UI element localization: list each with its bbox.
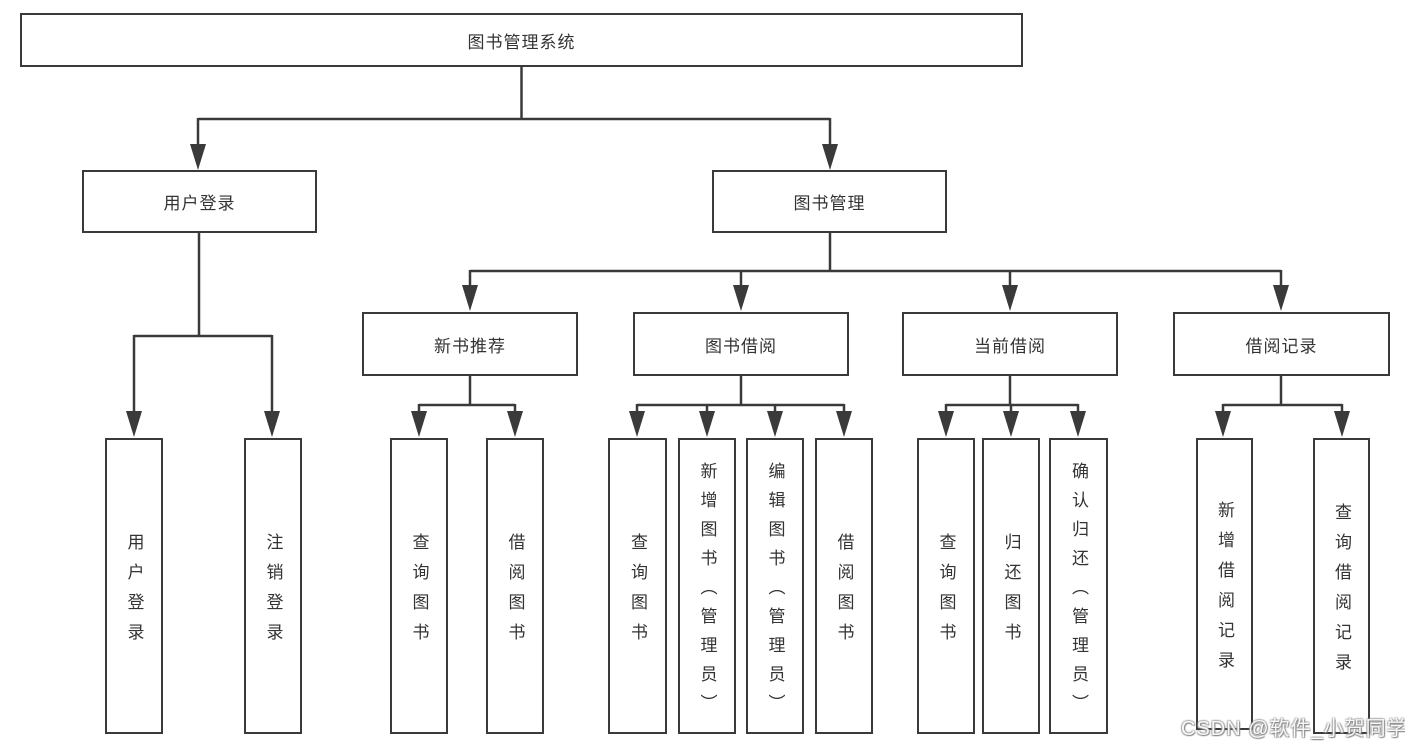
arrowhead-borrow-records (1273, 285, 1289, 311)
node-leaf-logout: 注销登录 (244, 438, 302, 734)
node-leaf-query-books-3-label: 查询图书 (936, 532, 956, 653)
arrowhead-user-login (190, 144, 206, 170)
arrowhead-new-book-recommend (462, 285, 478, 311)
node-leaf-edit-books-admin: 编辑图书（管理员） (746, 438, 804, 734)
node-current-borrow-label: 当前借阅 (974, 336, 1046, 356)
node-leaf-query-books-1-label: 查询图书 (409, 532, 429, 653)
node-leaf-query-borrow-record-label: 查询借阅记录 (1332, 502, 1351, 683)
node-user-login: 用户登录 (82, 170, 317, 233)
node-leaf-add-books-admin: 新增图书（管理员） (678, 438, 736, 734)
node-leaf-user-login: 用户登录 (105, 438, 163, 734)
node-leaf-return-books: 归还图书 (982, 438, 1040, 734)
csdn-watermark: CSDN @软件_小贺同学 (1181, 718, 1405, 740)
arrowhead-book-borrow (733, 285, 749, 311)
node-leaf-borrow-books-1: 借阅图书 (486, 438, 544, 734)
node-root-label: 图书管理系统 (467, 32, 576, 52)
node-current-borrow: 当前借阅 (902, 312, 1118, 376)
node-leaf-borrow-books-2-label: 借阅图书 (834, 532, 854, 653)
node-leaf-borrow-books-1-label: 借阅图书 (505, 532, 525, 653)
node-leaf-query-borrow-record: 查询借阅记录 (1313, 438, 1370, 734)
node-book-borrow: 图书借阅 (633, 312, 849, 376)
node-user-login-label: 用户登录 (163, 194, 236, 213)
node-leaf-logout-label: 注销登录 (263, 532, 283, 653)
arrowhead-book-management (822, 144, 838, 170)
node-borrow-records: 借阅记录 (1173, 312, 1390, 376)
node-leaf-add-books-admin-label: 新增图书（管理员） (697, 461, 717, 723)
node-leaf-query-books-3: 查询图书 (917, 438, 975, 734)
node-book-management: 图书管理 (712, 170, 947, 233)
node-leaf-return-books-label: 归还图书 (1001, 532, 1021, 653)
arrowhead-leaf-user-login (126, 411, 142, 437)
node-leaf-borrow-books-2: 借阅图书 (815, 438, 873, 734)
node-new-book-recommend-label: 新书推荐 (434, 336, 506, 356)
node-book-borrow-label: 图书借阅 (705, 336, 777, 356)
node-borrow-records-label: 借阅记录 (1245, 336, 1318, 356)
node-new-book-recommend: 新书推荐 (362, 312, 578, 376)
node-leaf-add-borrow-record-label: 新增借阅记录 (1215, 500, 1234, 681)
arrowhead-current-borrow (1002, 285, 1018, 311)
node-leaf-user-login-label: 用户登录 (124, 532, 144, 653)
node-leaf-edit-books-admin-label: 编辑图书（管理员） (765, 461, 785, 723)
node-book-management-label: 图书管理 (793, 194, 866, 213)
node-leaf-confirm-return-admin-label: 确认归还（管理员） (1069, 461, 1088, 723)
node-leaf-confirm-return-admin: 确认归还（管理员） (1049, 438, 1108, 734)
node-leaf-query-books-2: 查询图书 (608, 438, 667, 734)
node-leaf-add-borrow-record: 新增借阅记录 (1196, 438, 1253, 730)
node-leaf-query-books-2-label: 查询图书 (628, 532, 647, 653)
node-leaf-query-books-1: 查询图书 (390, 438, 448, 734)
node-root: 图书管理系统 (20, 13, 1023, 67)
arrowhead-leaf-logout (264, 411, 280, 437)
